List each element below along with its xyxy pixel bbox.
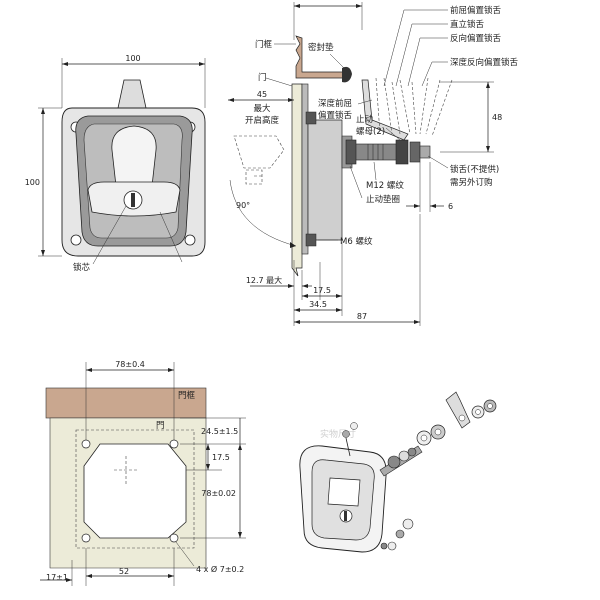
m6-label: M6 螺纹: [340, 236, 373, 247]
cutout-hole-tl: [81, 439, 91, 449]
straight-tongue-label: 直立锁舌: [450, 19, 485, 30]
gasket-label: 密封垫: [308, 42, 334, 53]
side-frame-label: 门框: [255, 39, 273, 50]
iso-washer-bottom: [402, 518, 414, 530]
dim-52: 52: [119, 567, 129, 576]
cutout-hole-bl: [81, 533, 91, 543]
angle-label: 90°: [236, 201, 250, 210]
mount-hole-bl: [70, 234, 82, 246]
iso-screw-top: [342, 430, 350, 438]
cutout-frame: [45, 387, 207, 419]
cutout-opening: [83, 443, 187, 539]
front-height-dim: 100: [25, 178, 40, 187]
max-open-label-2: 开启高度: [245, 115, 280, 126]
cutout-view: 門框 門 78±0.4 24.5±1.5 17.5: [40, 360, 246, 586]
cutout-hole-tr: [169, 439, 179, 449]
top-nub: [117, 79, 147, 109]
reverse-offset-tongue-label: 反向偏置锁舌: [450, 33, 502, 44]
tongue-note-1: 锁舌(不提供): [450, 164, 499, 175]
stop-nut-label-1: 止动: [356, 114, 374, 125]
cutout-frame-label: 門框: [178, 390, 196, 401]
side-view: 门框 密封垫 门: [228, 2, 519, 326]
mount-hole-br: [184, 234, 196, 246]
lock-core-label: 锁芯: [73, 262, 91, 273]
dim-78-002: 78±0.02: [201, 489, 236, 498]
tongue-note-2: 需另外订购: [450, 177, 493, 188]
cutout-door-label: 門: [156, 421, 165, 431]
cutout-dim-17-5: 17.5: [212, 453, 230, 462]
gasket: [342, 66, 352, 83]
front-offset-tongue-label: 前屈偏置锁舌: [450, 5, 502, 16]
stop-nut: [395, 139, 409, 165]
stop-washer-label: 止动垫圈: [366, 194, 400, 205]
front-width-dim: 100: [125, 54, 140, 63]
dim-87: 87: [357, 312, 367, 321]
side-body: [307, 119, 343, 241]
deep-reverse-offset-tongue-label: 深度反向偏置锁舌: [450, 57, 519, 68]
dim-17-5: 17.5: [313, 286, 331, 295]
side-door-label: 门: [258, 72, 267, 83]
cutout-hole-br: [169, 533, 179, 543]
side-door: [291, 83, 303, 277]
front-view: 100 100 锁芯: [25, 54, 206, 273]
iso-tongue: [445, 391, 471, 429]
iso-view: 实物尺寸: [299, 391, 497, 553]
dim-78-04: 78±0.4: [115, 360, 145, 369]
deep-front-offset-label-2: 偏置锁舌: [318, 110, 353, 121]
hole-label: 4 x Ø 7±0.2: [196, 564, 244, 574]
max-open-dim: 45: [257, 90, 267, 99]
dim-48: 48: [492, 113, 502, 122]
m12-stud: [351, 143, 399, 161]
iso-handle: [327, 477, 361, 507]
dim-6: 6: [448, 202, 453, 211]
iso-watermark: 实物尺寸: [320, 428, 356, 440]
dim-12-7: 12.7 最大: [246, 275, 282, 285]
dim-24-5: 24.5±1.5: [201, 427, 238, 436]
m12-label: M12 螺纹: [366, 180, 404, 191]
dim-17-1: 17±1: [46, 573, 68, 582]
dim-34-5: 34.5: [309, 300, 327, 309]
side-frame: [295, 35, 346, 79]
max-open-label-1: 最大: [253, 103, 271, 114]
tongue-front-offset: [361, 79, 409, 141]
stop-nut-label-2: 螺母(2): [356, 126, 385, 137]
t-handle: [111, 125, 157, 187]
deep-front-offset-label-1: 深度前屈: [318, 98, 352, 109]
